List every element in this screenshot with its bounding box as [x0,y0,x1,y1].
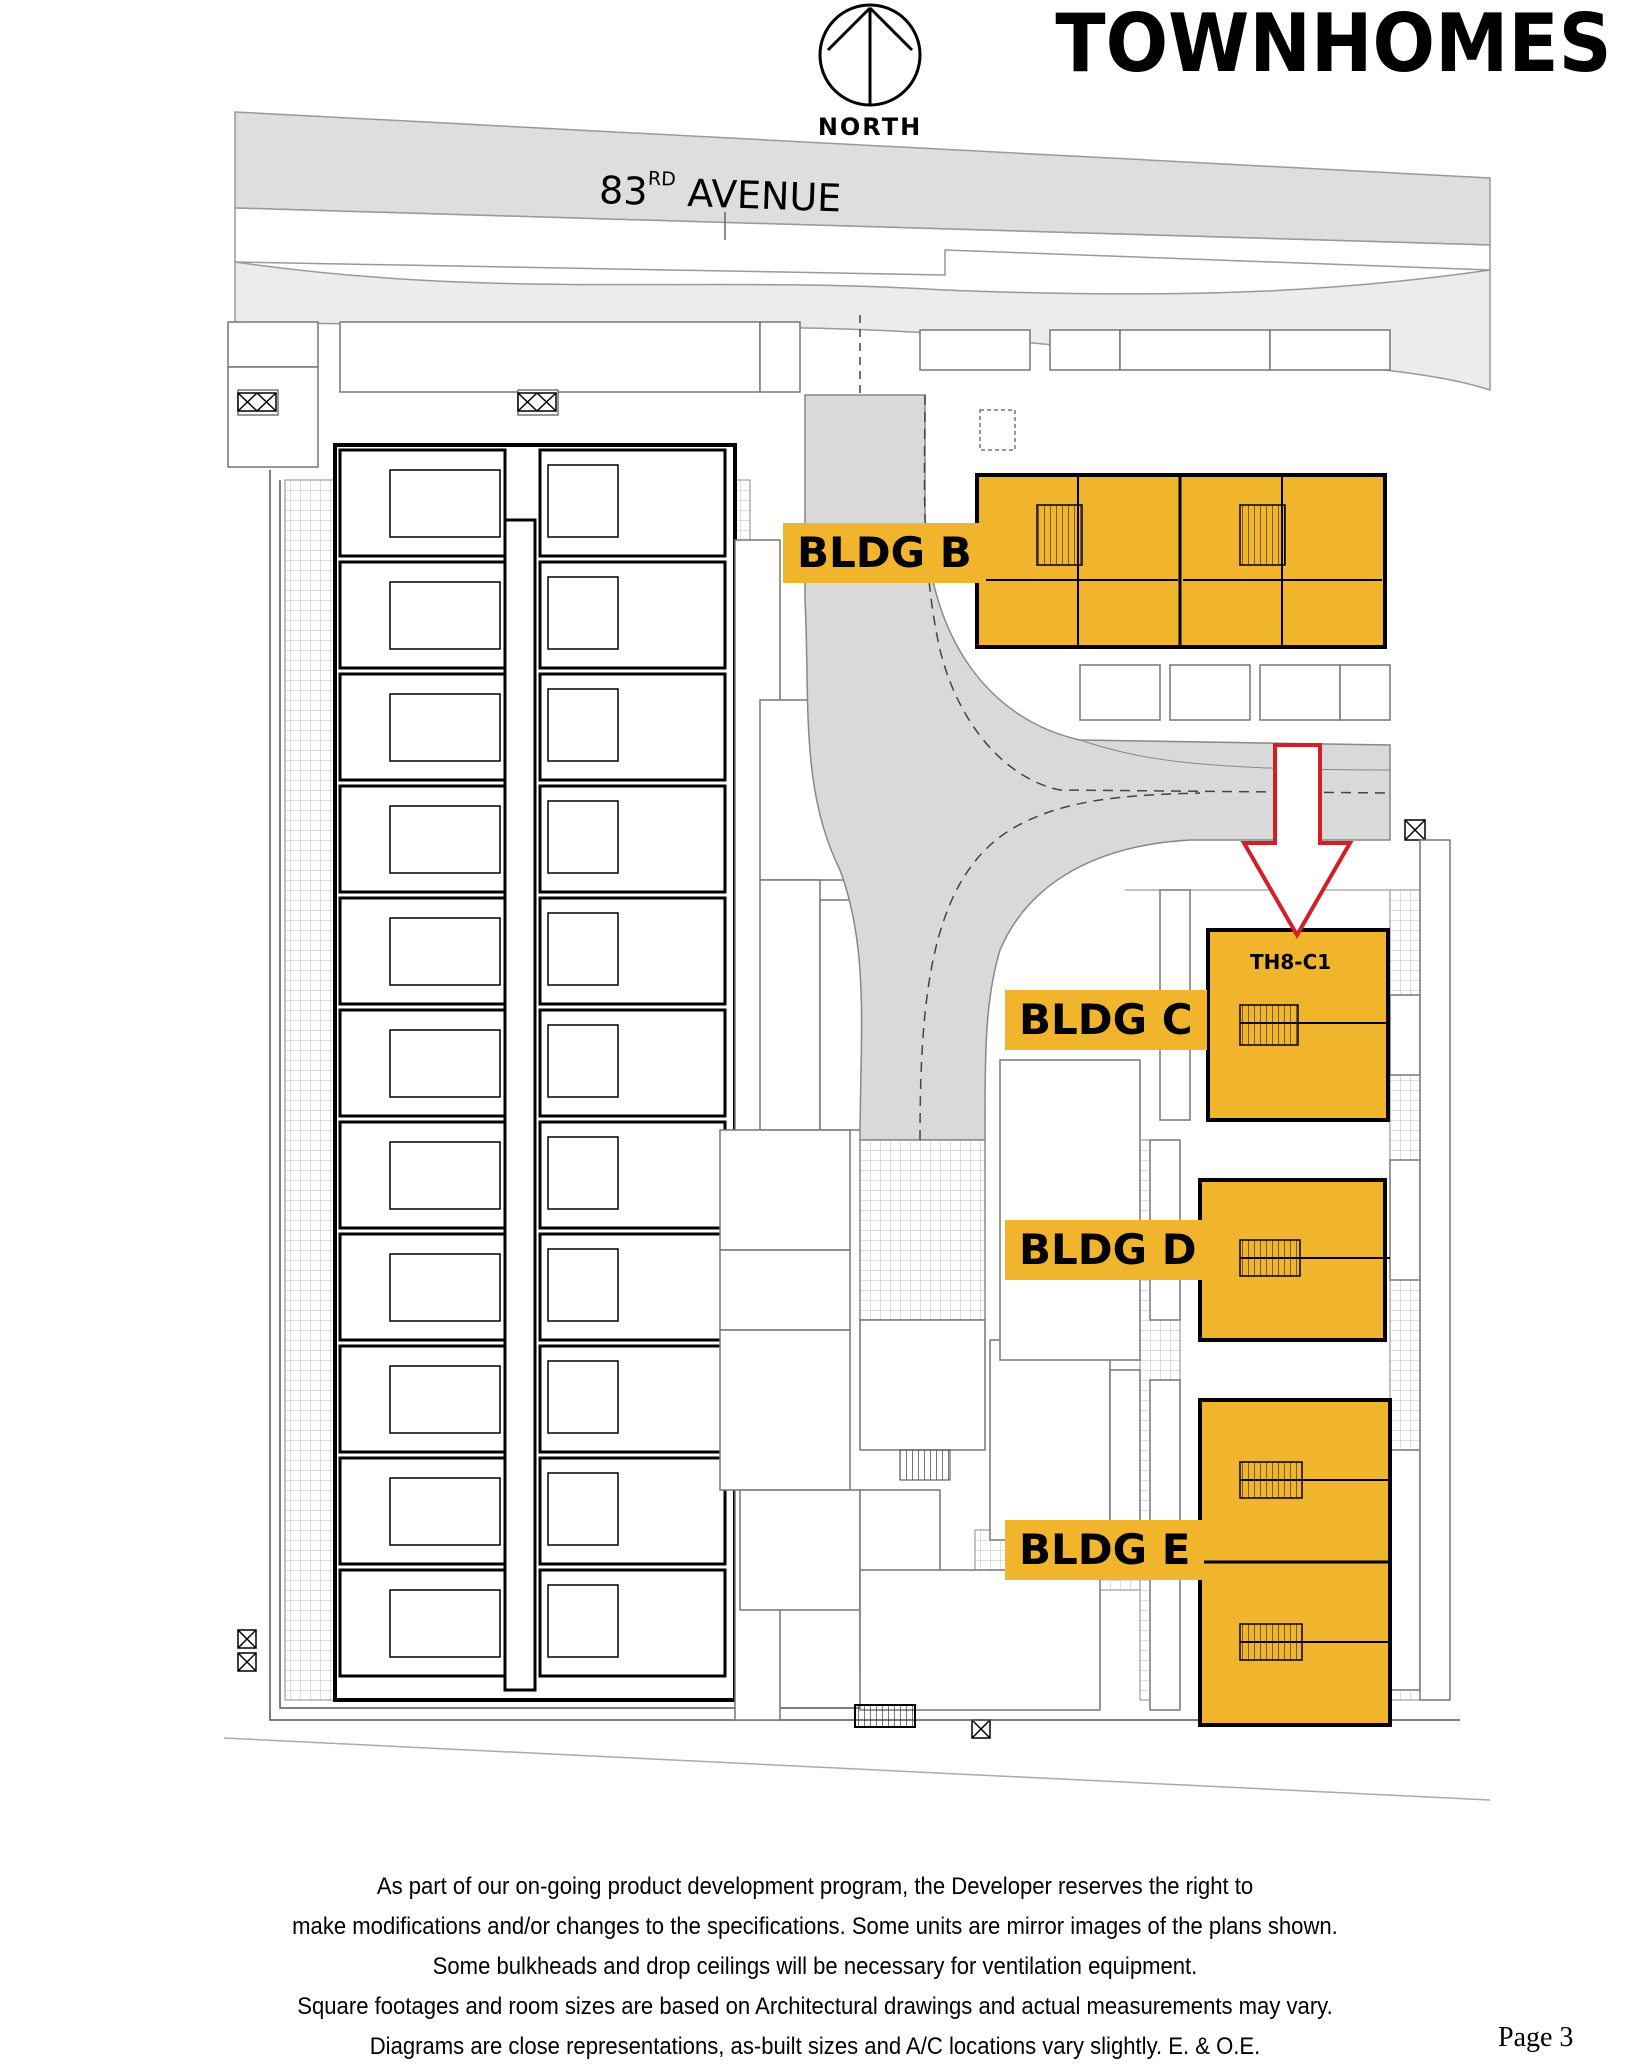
apartment-unit [547,688,619,762]
site-boundary [223,470,1491,1801]
apartment-unit [389,1589,501,1658]
apartment-unit [547,1024,619,1098]
bldg-e-footprint [1198,1398,1392,1727]
disclaimer-text: As part of our on-going product developm… [268,1867,1363,2067]
bldg-d-label: BLDG D [1005,1220,1211,1281]
apartment-unit [389,1253,501,1322]
driveway [804,315,1391,1728]
street-suffix: RD [647,167,677,191]
apartment-unit [547,1360,619,1434]
disclaimer-line: make modifications and/or changes to the… [292,1913,1338,1940]
disclaimer-line: As part of our on-going product developm… [376,1873,1254,1900]
disclaimer-line: Some bulkheads and drop ceilings will be… [432,1953,1198,1980]
apartment-unit [389,1365,501,1434]
bldg-b-footprint [975,473,1387,649]
apartment-unit [547,1136,619,1210]
apartment-unit [389,1477,501,1546]
apartment-unit [547,576,619,650]
street-label: 83RD AVENUE [598,167,842,221]
apartment-unit [389,1141,501,1210]
apartment-unit [389,469,501,538]
bldg-e-label: BLDG E [1005,1520,1205,1581]
bldg-d-footprint [1198,1178,1390,1342]
red-arrow-icon [1240,743,1354,940]
unit-th8-c1-label: TH8-C1 [1250,950,1332,974]
north-frontage [227,321,1391,468]
apartment-unit [547,1248,619,1322]
street-name: AVENUE [686,171,842,221]
apartment-unit [547,800,619,874]
apartment-unit [389,805,501,874]
north-label: NORTH [817,113,923,141]
north-arrow-icon [818,3,922,107]
page-title: TOWNHOMES [1055,0,1612,90]
apartment-unit [547,1472,619,1546]
apartment-unit [389,1029,501,1098]
apartment-unit [389,917,501,986]
apartment-unit [547,912,619,986]
bldg-c-label: BLDG C [1005,990,1207,1051]
apartment-unit [389,581,501,650]
apartment-unit [547,464,619,538]
bldg-c-footprint [1206,928,1390,1122]
page-number: Page 3 [1498,2022,1574,2053]
disclaimer-line: Square footages and room sizes are based… [297,1993,1333,2020]
apartment-unit [389,693,501,762]
utility-box-icons [237,392,1426,1739]
disclaimer-line: Diagrams are close representations, as-b… [369,2033,1261,2060]
bldg-b-label: BLDG B [783,523,986,584]
apartment-unit [547,1584,619,1658]
street-83rd-avenue [234,111,1491,392]
street-number: 83 [598,168,649,214]
